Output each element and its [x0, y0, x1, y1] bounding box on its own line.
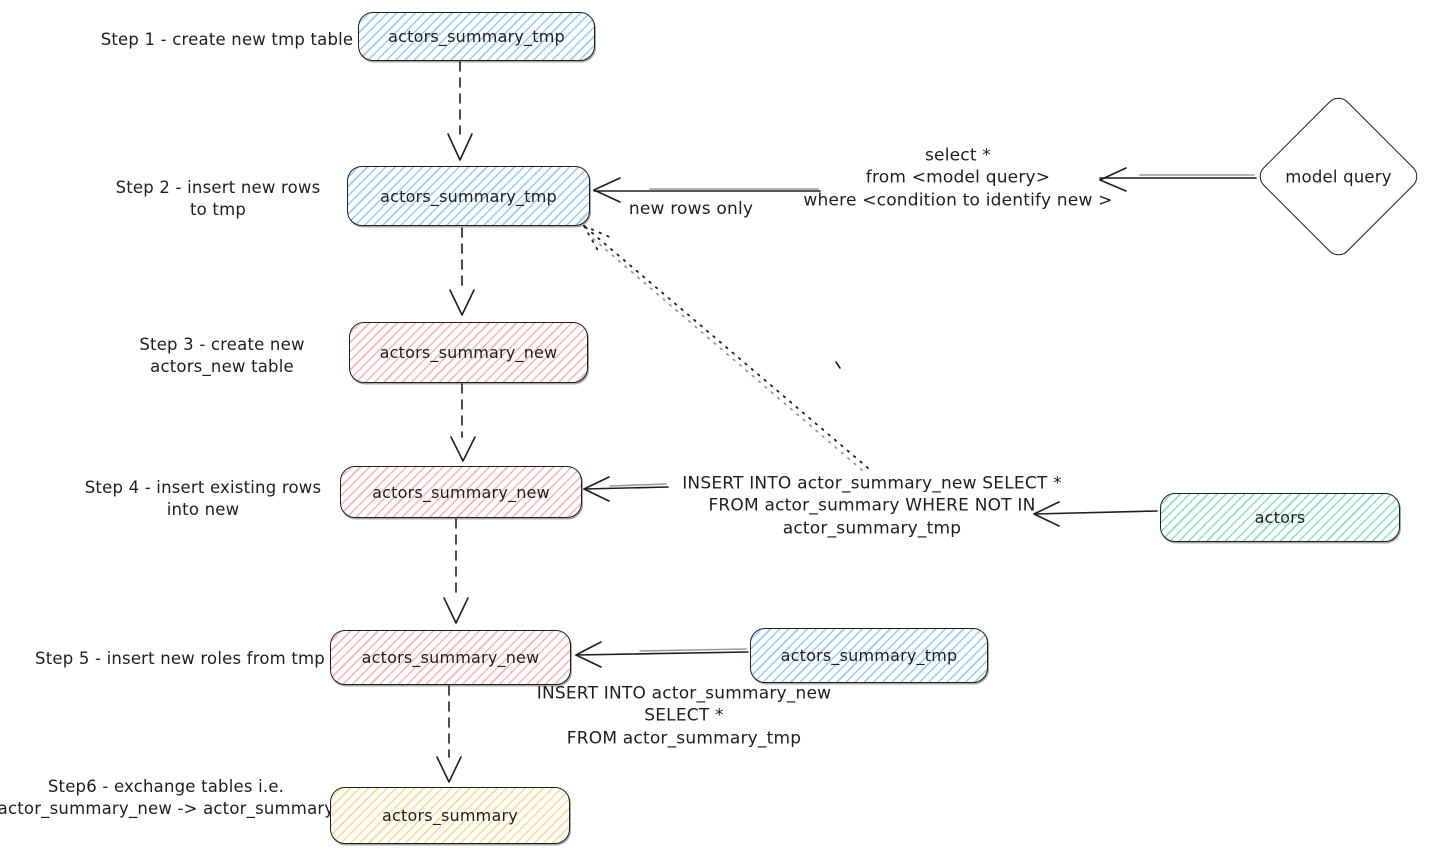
node-label: actors_summary	[382, 806, 518, 825]
step3-label: Step 3 - create new actors_new table	[139, 335, 305, 376]
node-label: actors_summary_new	[372, 482, 550, 502]
node-step1-actors-summary-tmp: actors_summary_tmp	[358, 12, 595, 61]
edge-label-new-rows-only: new rows only	[628, 198, 754, 219]
node-label: actors_summary_tmp	[380, 186, 557, 206]
node-label: actors	[1254, 508, 1306, 527]
sql-select-model-query: select * from <model query> where <condi…	[803, 145, 1113, 211]
node-actors: actors	[1160, 493, 1400, 542]
step4-label: Step 4 - insert existing rows into new	[84, 478, 322, 519]
node-label: model query	[1285, 167, 1392, 186]
node-label: actors_summary_new	[379, 343, 558, 362]
stray-mark	[835, 361, 841, 369]
node-step4-actors-summary-new: actors_summary_new	[340, 466, 582, 518]
arrow-step4-to-step5	[443, 518, 469, 624]
arrow-step3-to-step4	[450, 383, 476, 462]
arrow-step2-to-step3	[449, 227, 475, 316]
step2-label: Step 2 - insert new rows to tmp	[115, 178, 321, 219]
step1-label: Step 1 - create new tmp table	[100, 30, 354, 50]
node-label: actors_summary_new	[361, 648, 540, 667]
node-step3-actors-summary-new: actors_summary_new	[349, 322, 588, 383]
node-label: actors_summary_tmp	[780, 646, 958, 665]
node-step5-actors-summary-new: actors_summary_new	[330, 630, 571, 685]
step5-label: Step 5 - insert new roles from tmp	[35, 649, 325, 669]
sql-insert-from-tmp: INSERT INTO actor_summary_new SELECT * F…	[536, 683, 832, 749]
node-label: actors_summary_tmp	[388, 27, 565, 46]
arrow-dotted-insert-to-step2	[583, 225, 869, 471]
node-model-query-diamond: model query	[1254, 92, 1423, 261]
node-actors-summary-tmp-source: actors_summary_tmp	[750, 628, 988, 683]
arrow-step5-to-step6	[436, 685, 462, 783]
sql-insert-not-in: INSERT INTO actor_summary_new SELECT * F…	[682, 473, 1062, 539]
node-step6-actors-summary: actors_summary	[330, 787, 570, 844]
arrow-model-query-to-text	[1099, 167, 1257, 192]
arrow-step1-to-step2	[447, 61, 473, 161]
node-step2-actors-summary-tmp: actors_summary_tmp	[347, 166, 590, 226]
arrow-insert-to-step4	[583, 476, 669, 502]
arrow-tmp-to-step5	[575, 641, 749, 668]
step6-label: Step6 - exchange tables i.e. actor_summa…	[0, 777, 335, 818]
